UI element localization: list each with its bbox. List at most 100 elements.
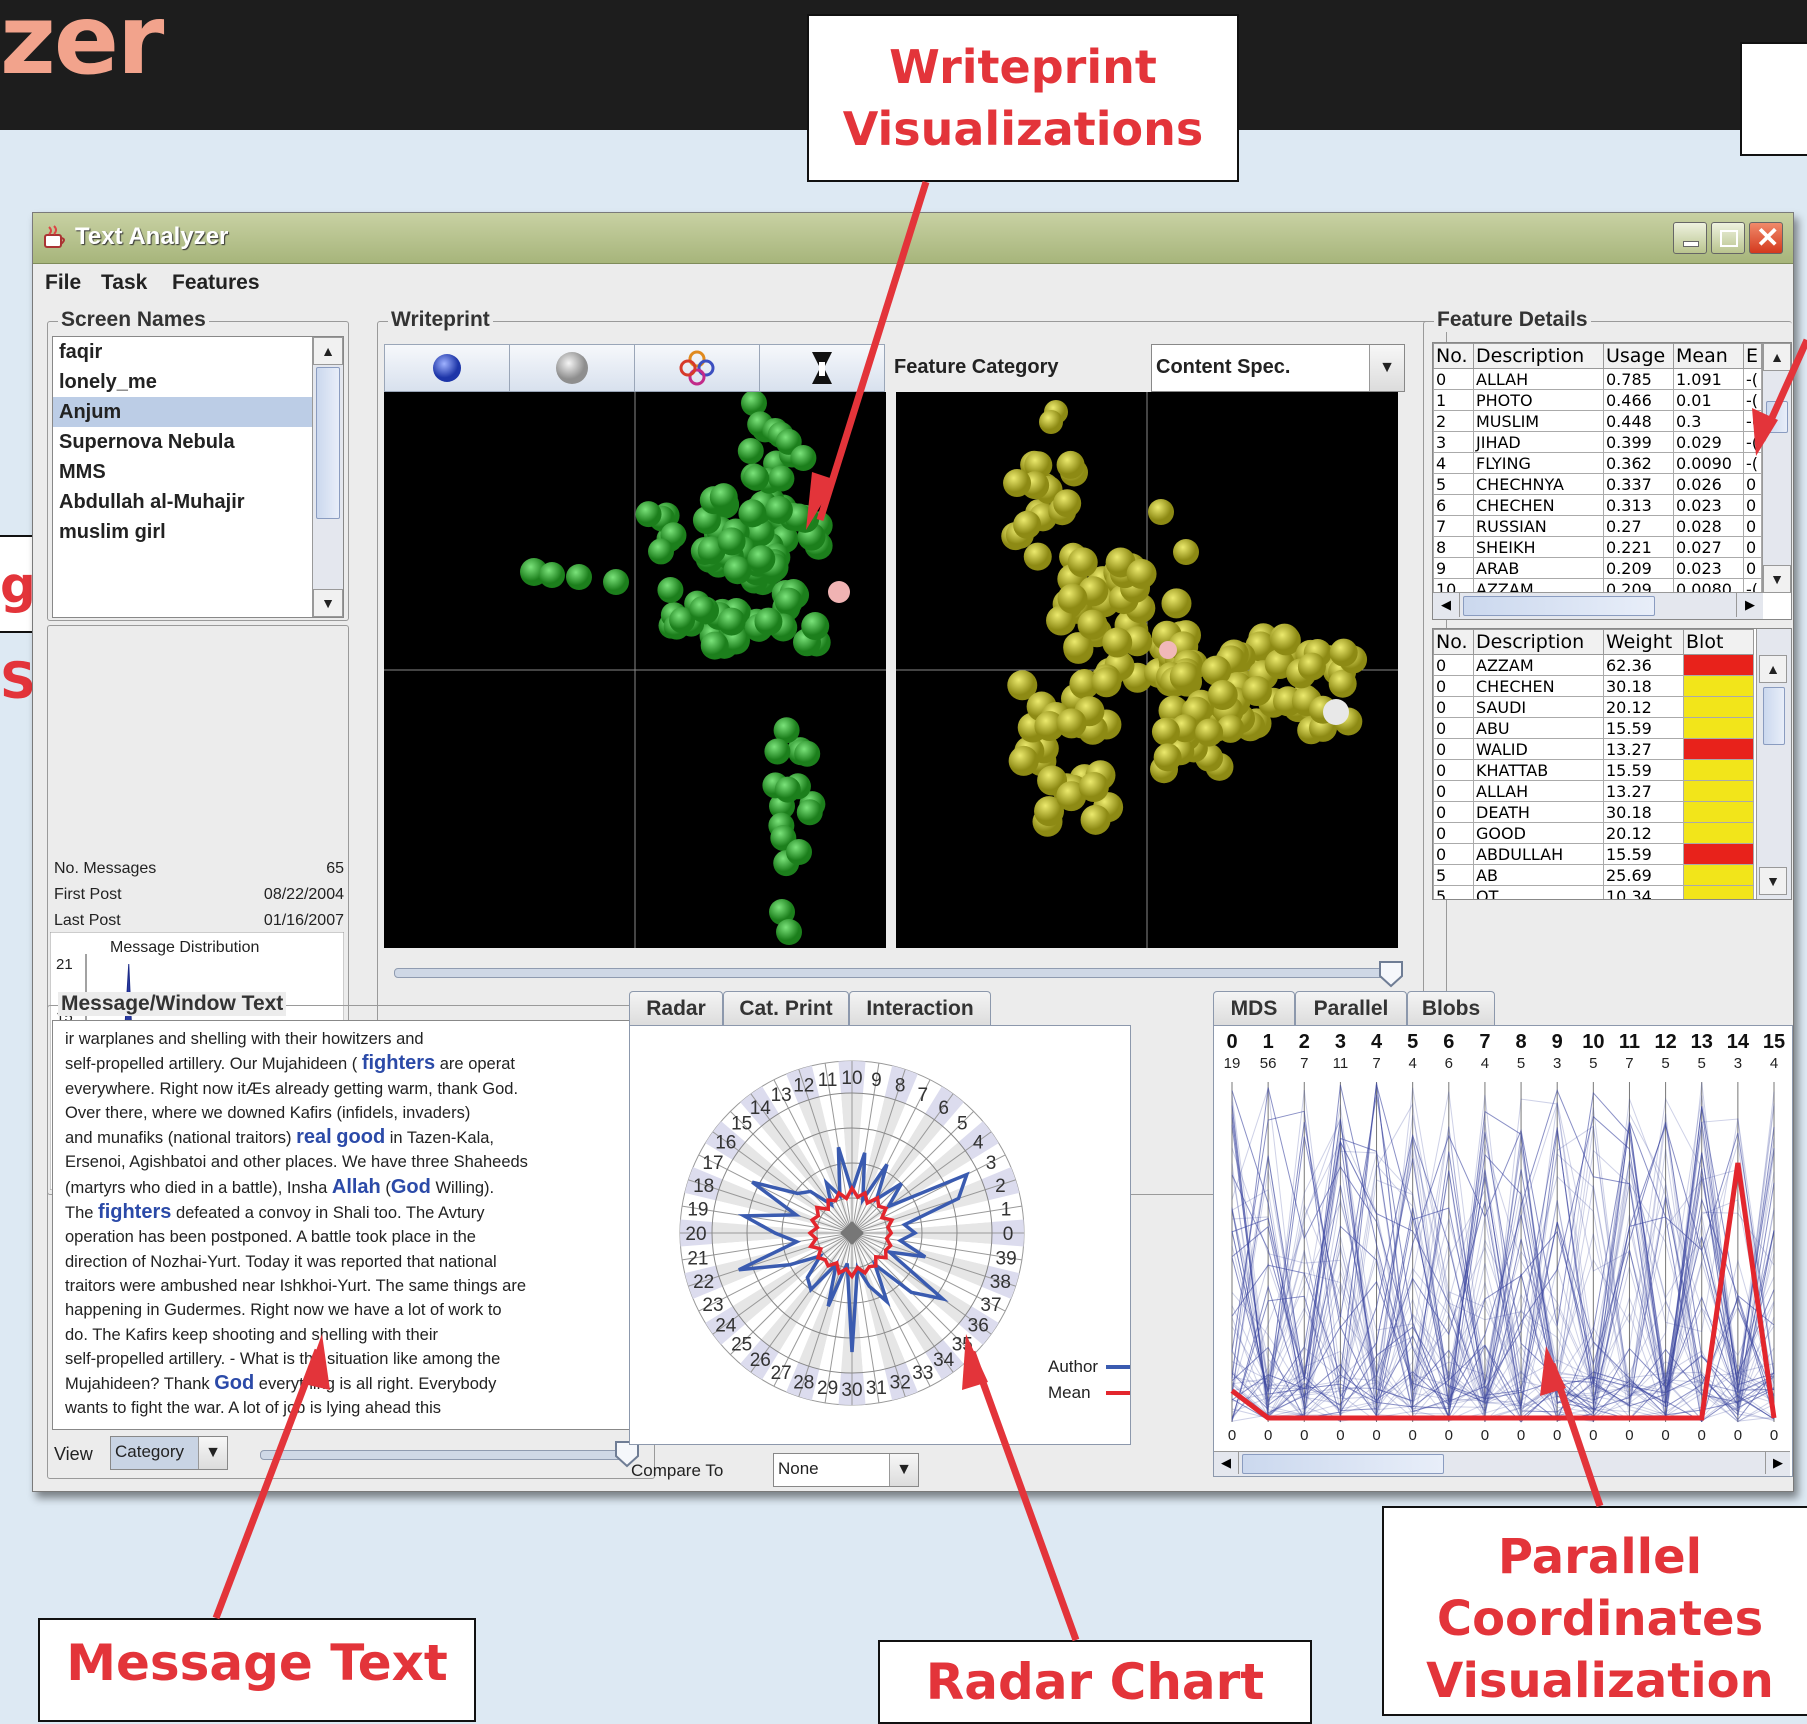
feature-category-select[interactable]: Content Spec. ▼	[1151, 344, 1405, 392]
feature-weight-scrollbar[interactable]: ▲ ▼	[1756, 629, 1791, 899]
message-text-area[interactable]: ir warplanes and shelling with their how…	[52, 1020, 650, 1430]
feature-usage-hscroll[interactable]: ◀ ▶	[1433, 592, 1763, 619]
close-button[interactable]: ✕	[1749, 222, 1783, 254]
tool-gray-sphere-button[interactable]	[509, 344, 635, 392]
tab-interaction[interactable]: Interaction	[849, 991, 991, 1026]
menu-features[interactable]: Features	[172, 271, 260, 294]
axis-label: 11	[1619, 1031, 1640, 1053]
chevron-down-icon[interactable]: ▼	[198, 1437, 227, 1469]
column-header[interactable]: Mean	[1673, 343, 1744, 369]
menu-bar: File Task Features	[33, 263, 1793, 299]
tool-blue-sphere-button[interactable]	[384, 344, 510, 392]
menu-task[interactable]: Task	[101, 271, 148, 294]
column-header[interactable]: Blot	[1683, 629, 1754, 655]
scroll-down-arrow[interactable]: ▼	[313, 589, 343, 617]
tab-cat-print[interactable]: Cat. Print	[723, 991, 849, 1026]
chevron-down-icon[interactable]: ▼	[889, 1454, 918, 1486]
tool-flower-button[interactable]	[634, 344, 760, 392]
tab-mds[interactable]: MDS	[1213, 991, 1295, 1026]
writeprint-pane-right[interactable]	[896, 392, 1398, 948]
scroll-down-arrow[interactable]: ▼	[1759, 867, 1787, 895]
scroll-down-arrow[interactable]: ▼	[1763, 565, 1791, 593]
feature-usage-scrollbar[interactable]: ▲ ▼	[1762, 343, 1791, 593]
column-header[interactable]: Usage	[1603, 343, 1674, 369]
column-header[interactable]: No.	[1433, 629, 1474, 655]
slider-handle-icon[interactable]	[1378, 960, 1404, 988]
scroll-thumb[interactable]	[1766, 401, 1788, 433]
scroll-up-arrow[interactable]: ▲	[1759, 655, 1787, 683]
scroll-left-arrow[interactable]: ◀	[1214, 1452, 1239, 1474]
minimize-button[interactable]	[1673, 222, 1707, 254]
chart-title: Message Distribution	[110, 939, 259, 956]
axis-max-label: 3	[1734, 1055, 1742, 1072]
menu-file[interactable]: File	[45, 271, 82, 294]
maximize-button[interactable]	[1711, 222, 1745, 254]
axis-label: 0	[1226, 1031, 1237, 1053]
compare-to-select[interactable]: None ▼	[773, 1453, 919, 1487]
message-text-panel: Message/Window Text ir warplanes and she…	[47, 992, 655, 1479]
scroll-right-arrow[interactable]: ▶	[1765, 1452, 1790, 1474]
screen-name-item[interactable]: Anjum	[53, 397, 313, 427]
chevron-down-icon[interactable]: ▼	[1369, 345, 1404, 391]
writeprint-pane-left[interactable]	[384, 392, 886, 948]
table-cell: 15.59	[1603, 843, 1684, 865]
scroll-up-arrow[interactable]: ▲	[313, 337, 343, 365]
table-cell: 5	[1433, 473, 1474, 495]
parallel-line	[1231, 1084, 1775, 1422]
screen-name-item[interactable]: muslim girl	[59, 521, 166, 543]
writeprint-point	[743, 464, 770, 491]
view-select[interactable]: Category ▼	[110, 1436, 228, 1470]
axis-max-label: 5	[1589, 1055, 1597, 1072]
tool-hourglass-button[interactable]	[759, 344, 885, 392]
column-header[interactable]: E	[1743, 343, 1762, 369]
scroll-thumb[interactable]	[316, 367, 340, 519]
column-header[interactable]: No.	[1433, 343, 1474, 369]
scroll-thumb[interactable]	[1242, 1454, 1444, 1474]
writeprint-slider-track[interactable]	[394, 968, 1396, 978]
tab-blobs[interactable]: Blobs	[1407, 991, 1495, 1026]
scroll-thumb[interactable]	[1763, 687, 1785, 745]
screen-name-item[interactable]: lonely_me	[59, 371, 157, 393]
screen-name-item[interactable]: faqir	[59, 341, 103, 363]
tab-radar[interactable]: Radar	[629, 991, 723, 1026]
scroll-left-arrow[interactable]: ◀	[1433, 593, 1460, 617]
tab-parallel[interactable]: Parallel	[1295, 991, 1407, 1026]
parallel-hscroll[interactable]: ◀ ▶	[1214, 1451, 1790, 1476]
scroll-thumb[interactable]	[1463, 596, 1655, 616]
column-header[interactable]: Description	[1473, 629, 1604, 655]
screen-name-item[interactable]: Supernova Nebula	[59, 431, 235, 453]
scroll-up-arrow[interactable]: ▲	[1763, 343, 1791, 371]
screen-name-item[interactable]: Abdullah al-Muhajir	[59, 491, 245, 513]
window-titlebar[interactable]: Text Analyzer ✕	[33, 213, 1793, 264]
screen-name-item[interactable]: MMS	[59, 461, 106, 483]
column-header[interactable]: Weight	[1603, 629, 1684, 655]
column-header[interactable]: Description	[1473, 343, 1604, 369]
screen-names-scrollbar[interactable]: ▲ ▼	[312, 337, 343, 617]
stat-last-post-label: Last Post	[54, 912, 121, 929]
scroll-right-arrow[interactable]: ▶	[1736, 593, 1763, 617]
message-slider-track[interactable]	[260, 1450, 622, 1460]
